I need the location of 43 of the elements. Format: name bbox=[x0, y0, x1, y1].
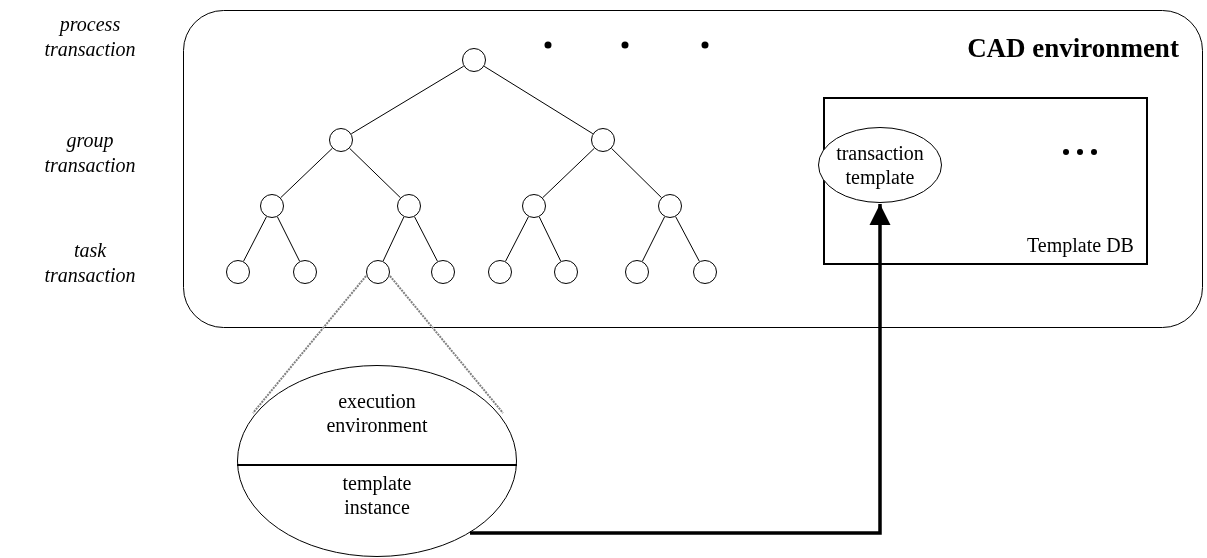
transaction-node bbox=[462, 48, 486, 72]
transaction-node bbox=[658, 194, 682, 218]
transaction-node bbox=[522, 194, 546, 218]
transaction-node bbox=[488, 260, 512, 284]
transaction-node bbox=[554, 260, 578, 284]
zoom-line bbox=[389, 275, 504, 414]
environment-panel bbox=[183, 10, 1203, 328]
node-label: execution environment bbox=[325, 389, 429, 437]
tree-edge bbox=[276, 216, 301, 262]
tree-edge bbox=[538, 216, 562, 262]
tree-edge bbox=[483, 65, 594, 135]
tree-edge bbox=[382, 216, 405, 262]
tree-edge bbox=[542, 147, 595, 199]
tree-edge bbox=[675, 216, 700, 262]
node-label: Template DB bbox=[1026, 233, 1135, 257]
transaction-node bbox=[397, 194, 421, 218]
tree-edge bbox=[280, 147, 333, 199]
transaction-node bbox=[329, 128, 353, 152]
transaction-node bbox=[293, 260, 317, 284]
transaction-node bbox=[226, 260, 250, 284]
transaction-node bbox=[260, 194, 284, 218]
node-label: template instance bbox=[341, 471, 413, 519]
transaction-node bbox=[693, 260, 717, 284]
instance-ellipse bbox=[237, 365, 517, 557]
zoom-line bbox=[252, 275, 367, 414]
tree-edge bbox=[505, 216, 529, 262]
node-label: transaction template bbox=[835, 141, 925, 189]
level-label: task transaction bbox=[43, 238, 137, 288]
tree-edge bbox=[349, 147, 401, 199]
transaction-node bbox=[366, 260, 390, 284]
template-ellipse bbox=[818, 127, 942, 203]
tree-edge bbox=[641, 216, 666, 262]
tree-edge bbox=[243, 216, 267, 262]
tree-edge bbox=[350, 65, 465, 135]
transaction-node bbox=[591, 128, 615, 152]
panel-title: CAD environment bbox=[966, 32, 1180, 64]
tree-edge bbox=[414, 216, 438, 262]
arrow bbox=[470, 204, 891, 535]
level-label: group transaction bbox=[43, 128, 137, 178]
transaction-node bbox=[431, 260, 455, 284]
level-label: process transaction bbox=[43, 12, 137, 62]
tree-edge bbox=[611, 147, 662, 199]
transaction-node bbox=[625, 260, 649, 284]
